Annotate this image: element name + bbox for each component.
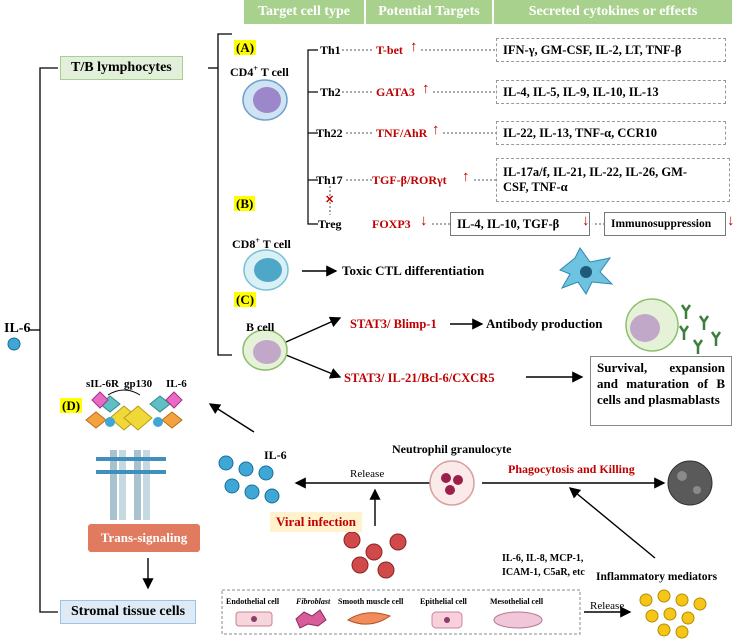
panel-b-label: (B) [234,196,256,211]
header-secreted-cytokines: Secreted cytokines or effects [494,0,732,24]
bcell-path1-effect: Antibody production [486,316,603,331]
pathogen-icon [667,460,713,506]
stromal-cell-label: Smooth muscle cell [338,597,404,606]
mediators-cluster-icon [639,589,707,639]
effects-th2: IL-4, IL-5, IL-9, IL-10, IL-13 [496,80,726,104]
cd8-label: CD8+ T cell [232,236,291,251]
neutrophil-icon [429,460,475,506]
subset-th22: Th22 [316,126,343,140]
stromal-cell-label: Mesothelial cell [490,597,544,606]
target-gata3: GATA3 [376,85,415,99]
release2-label: Release [590,600,625,612]
stromal-cell-icons [235,609,543,629]
category-stromal: Stromal tissue cells [60,600,197,624]
effects-treg: IL-4, IL-10, TGF-β [450,212,590,236]
down-arrow-icon: ↓ [727,213,735,229]
free-il6-label: IL-6 [264,448,287,462]
cd8-cell-icon [243,249,289,291]
panel-a-label: (A) [234,40,257,55]
header-potential-targets: Potential Targets [366,0,492,24]
mediators-line1: IL-6, IL-8, MCP-1, [502,553,584,564]
target-tgfb-rorgt: TGF-β/RORγt [372,173,447,187]
inflammatory-mediators-label: Inflammatory mediators [596,571,718,583]
root-il6-label: IL-6 [4,321,31,336]
phagocytosis-label: Phagocytosis and Killing [508,462,635,476]
il6-cluster-icon [218,455,280,504]
gp130-label: gp130 [124,378,153,390]
target-tbet: T-bet [376,43,403,57]
outcome-immunosuppression: Immunosuppression [604,212,726,236]
panel-d-label: (D) [60,398,83,413]
cd4-label: CD4+ T cell [230,64,289,79]
receptor-complex-icon [85,389,183,520]
panel-c-label: (C) [234,292,257,307]
subset-th17: Th17 [316,173,343,187]
up-arrow-icon: ↑ [422,81,430,97]
target-tnf-ahr: TNF/AhR [376,126,428,140]
up-arrow-icon: ↑ [432,122,440,138]
b-cell-icon [242,329,288,371]
down-arrow-icon: ↓ [582,213,590,229]
effects-th1: IFN-γ, GM-CSF, IL-2, LT, TNF-β [496,38,726,62]
release-label: Release [350,468,385,480]
trans-signaling-box: Trans-signaling [88,524,200,552]
lymph-bracket [217,33,232,356]
target-foxp3: FOXP3 [372,217,411,231]
subset-th2: Th2 [320,85,341,99]
subset-treg: Treg [318,217,342,231]
up-arrow-icon: ↑ [410,39,418,55]
category-lymphocytes: T/B lymphocytes [60,56,183,80]
stromal-cell-label: Fibroblast [296,597,331,606]
stromal-cell-label: Endothelial cell [226,597,280,606]
cd8-effect: Toxic CTL differentiation [342,263,485,278]
stromal-cell-label: Epithelial cell [420,597,467,606]
plasma-cell-icon [625,298,722,354]
root-bracket [39,67,58,613]
bcell-path1-target: STAT3/ Blimp-1 [350,317,437,331]
il6-molecule-icon [7,337,21,351]
down-arrow-icon: ↓ [420,213,428,229]
effects-th17: IL-17a/f, IL-21, IL-22, IL-26, GM- CSF, … [496,158,730,202]
viral-infection-box: Viral infection [270,512,363,532]
stromal-panel [221,589,581,635]
bcell-path2-target: STAT3/ IL-21/Bcl-6/CXCR5 [344,371,495,385]
neutrophil-label: Neutrophil granulocyte [392,442,512,456]
sil6r-label: sIL-6R [86,378,120,390]
il6-receptor-label: IL-6 [166,378,187,390]
block-mark-icon: ✕ [325,194,335,206]
bcell-label: B cell [246,320,275,334]
effects-th22: IL-22, IL-13, TNF-α, CCR10 [496,121,726,145]
header-target-cell-type: Target cell type [244,0,364,24]
virus-cluster-icon [343,531,407,579]
up-arrow-icon: ↑ [462,169,470,185]
bcell-path2-effect: Survival, expansion and maturation of B … [590,356,732,426]
subset-th1: Th1 [320,43,341,57]
cd4-cell-icon [242,79,288,121]
ctl-cell-icon [559,247,614,295]
mediators-line2: ICAM-1, C5aR, etc [502,567,585,578]
